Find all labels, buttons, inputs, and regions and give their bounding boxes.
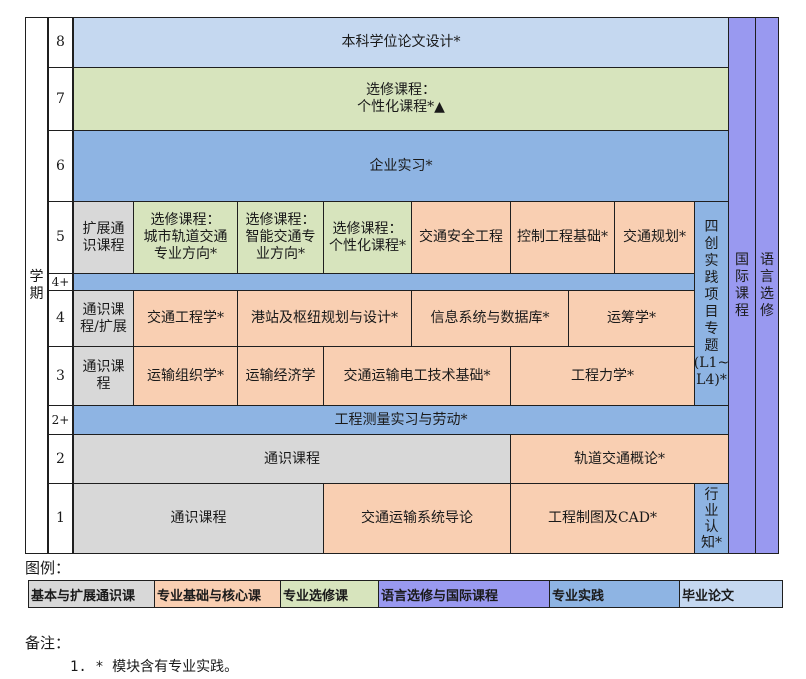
language-electives: 语 言 选 修 — [755, 17, 779, 554]
course-line: 业方向* — [256, 246, 305, 262]
elective-line: 个性化课程*▲ — [357, 99, 445, 115]
engineering-mechanics: 工程力学* — [510, 346, 695, 406]
semester-label-char: 学 — [29, 268, 44, 285]
legend-elective: 专业选修课 — [280, 580, 379, 608]
notes-item-1: 1. * 模块含有专业实践。 — [70, 659, 239, 675]
semester-2: 2 — [48, 434, 73, 484]
course-line: 选修课程： — [150, 212, 221, 228]
lang-char: 言 — [760, 268, 774, 285]
practice-bar-4plus — [73, 273, 695, 291]
course-line: 通识课 — [82, 301, 125, 318]
industry-char: 知* — [701, 534, 722, 551]
internship-block: 企业实习* — [73, 130, 729, 202]
innov-char: 实 — [704, 252, 719, 269]
elective-personalized-s5: 选修课程： 个性化课程* — [323, 201, 412, 274]
transport-economics: 运输经济学 — [237, 346, 324, 406]
course-line: 专业方向* — [154, 246, 217, 262]
intl-char: 国 — [735, 251, 749, 268]
innov-char: (L1~ — [693, 354, 730, 371]
innovation-practice-project: 四 创 实 践 项 目 专 题 (L1~ L4)* — [694, 201, 729, 406]
electrical-technology: 交通运输电工技术基础* — [323, 346, 511, 406]
course-line: 选修课程： — [245, 212, 316, 228]
general-extended-course-s4: 通识课 程/扩展 — [73, 290, 134, 347]
info-systems-database: 信息系统与数据库* — [411, 290, 569, 347]
extended-general-course: 扩展通 识课程 — [73, 201, 134, 274]
course-line: 程 — [96, 376, 111, 392]
legend-language: 语言选修与国际课程 — [378, 580, 550, 608]
legend-thesis: 毕业论文 — [679, 580, 783, 608]
course-line: 程/扩展 — [80, 318, 127, 335]
elective-personalized-s7: 选修课程： 个性化课程*▲ — [73, 67, 729, 131]
innov-char: 四 — [704, 218, 719, 235]
traffic-engineering: 交通工程学* — [133, 290, 238, 347]
semester-8: 8 — [48, 17, 73, 68]
survey-practice-labor: 工程测量实习与劳动* — [73, 405, 729, 435]
course-line: 扩展通 — [82, 220, 125, 237]
control-engineering: 控制工程基础* — [510, 201, 615, 274]
legend-core: 专业基础与核心课 — [154, 580, 281, 608]
semester-2-plus: 2+ — [48, 405, 73, 435]
general-course-s2: 通识课程 — [73, 434, 511, 484]
rail-transit-intro: 轨道交通概论* — [510, 434, 729, 484]
semester-1: 1 — [48, 483, 73, 554]
lang-char: 修 — [760, 302, 774, 319]
semester-4: 4 — [48, 290, 73, 347]
thesis-block: 本科学位论文设计* — [73, 17, 729, 68]
innov-char: L4)* — [696, 371, 727, 388]
port-hub-planning: 港站及枢纽规划与设计* — [237, 290, 412, 347]
industry-char: 行 — [704, 486, 719, 503]
operations-research: 运筹学* — [568, 290, 695, 347]
intl-char: 课 — [735, 285, 749, 302]
legend-practice: 专业实践 — [549, 580, 680, 608]
semester-4-plus: 4+ — [48, 273, 73, 291]
innov-char: 践 — [704, 269, 719, 286]
intl-char: 程 — [735, 302, 749, 319]
international-courses: 国 际 课 程 — [728, 17, 756, 554]
semester-3: 3 — [48, 346, 73, 406]
general-course-s3: 通识课 程 — [73, 346, 134, 406]
semester-label-char: 期 — [29, 285, 44, 302]
semester-axis-label: 学 期 — [25, 17, 48, 554]
semester-7: 7 — [48, 67, 73, 131]
intl-char: 际 — [735, 268, 749, 285]
innov-char: 创 — [704, 235, 719, 252]
lang-char: 选 — [760, 285, 774, 302]
elective-urban-rail: 选修课程： 城市轨道交通 专业方向* — [133, 201, 238, 274]
innov-char: 项 — [704, 286, 719, 303]
semester-5: 5 — [48, 201, 73, 274]
general-course-s1: 通识课程 — [73, 483, 324, 554]
innov-char: 题 — [704, 337, 719, 354]
notes-title: 备注： — [25, 634, 71, 652]
traffic-planning: 交通规划* — [614, 201, 695, 274]
course-line: 个性化课程* — [329, 237, 406, 254]
semester-6: 6 — [48, 130, 73, 202]
course-line: 智能交通专 — [245, 229, 316, 245]
transport-system-intro: 交通运输系统导论 — [323, 483, 511, 554]
lang-char: 语 — [760, 251, 774, 268]
industry-char: 认 — [704, 518, 719, 535]
course-line: 城市轨道交通 — [143, 229, 228, 245]
legend-general: 基本与扩展通识课 — [28, 580, 155, 608]
elective-intelligent-transport: 选修课程： 智能交通专 业方向* — [237, 201, 324, 274]
course-line: 通识课 — [82, 359, 125, 375]
traffic-safety-engineering: 交通安全工程 — [411, 201, 511, 274]
industry-char: 业 — [704, 502, 719, 519]
elective-line: 选修课程： — [366, 82, 436, 98]
engineering-drawing-cad: 工程制图及CAD* — [510, 483, 695, 554]
course-line: 识课程 — [82, 237, 125, 254]
industry-awareness: 行 业 认 知* — [694, 483, 729, 554]
legend-title: 图例： — [25, 559, 71, 577]
innov-char: 专 — [704, 320, 719, 337]
transport-organization: 运输组织学* — [133, 346, 238, 406]
innov-char: 目 — [704, 303, 719, 320]
course-line: 选修课程： — [332, 220, 403, 237]
